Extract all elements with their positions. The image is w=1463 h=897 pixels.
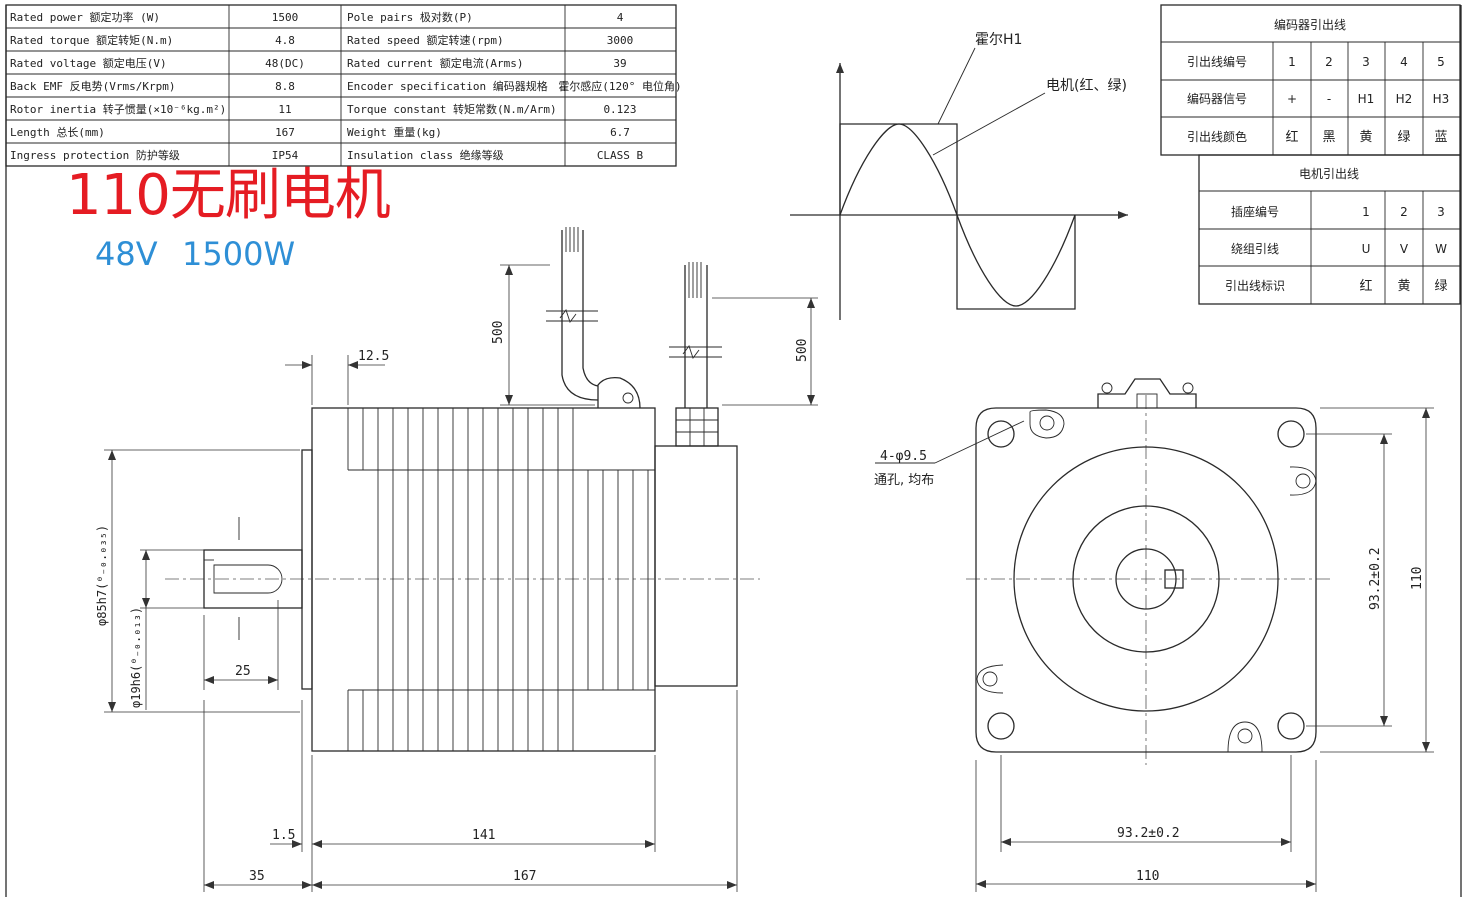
dim-hole-pitch-vertical: 93.2±0.2: [1368, 547, 1383, 610]
svg-text:绿: 绿: [1434, 279, 1447, 294]
svg-text:引出线标识: 引出线标识: [1225, 279, 1285, 293]
svg-text:H3: H3: [1433, 92, 1450, 106]
dim-total-length: 167: [513, 869, 536, 884]
spec-value: 8.8: [275, 80, 295, 93]
svg-text:2: 2: [1325, 55, 1333, 69]
svg-text:编码器信号: 编码器信号: [1187, 91, 1247, 106]
spec-value: 4: [617, 11, 624, 24]
spec-value: 4.8: [275, 34, 295, 47]
motor-table-title: 电机引出线: [1299, 167, 1359, 181]
spec-label: Rated torque 额定转矩(N.m): [10, 33, 173, 47]
encoder-table-title: 编码器引出线: [1274, 17, 1346, 32]
spec-label: Weight 重量(kg): [347, 125, 442, 139]
dim-flange-step: 1.5: [272, 828, 295, 843]
svg-text:插座编号: 插座编号: [1231, 204, 1279, 219]
spec-label: Insulation class 绝缘等级: [347, 148, 504, 162]
spec-value: 11: [278, 103, 291, 116]
svg-text:红: 红: [1285, 129, 1298, 145]
spec-value: 6.7: [610, 126, 630, 139]
motor-front-view: 4-φ9.5 通孔, 均布 93.2±0.2 110 93.2±0.2 110: [874, 378, 1434, 892]
spec-value: 3000: [607, 34, 634, 47]
spec-label: Encoder specification 编码器规格: [347, 79, 548, 93]
voltage-label: 48V: [95, 235, 158, 273]
svg-text:U: U: [1362, 242, 1371, 256]
spec-label: Rotor inertia 转子惯量(×10⁻⁶kg.m²): [10, 102, 226, 116]
svg-text:+: +: [1287, 92, 1297, 106]
svg-text:4: 4: [1400, 55, 1408, 69]
dim-key-length: 25: [235, 664, 251, 679]
dim-encoder-lead-length: 500: [795, 339, 810, 362]
svg-text:绕组引线: 绕组引线: [1231, 242, 1279, 256]
svg-text:黄: 黄: [1397, 279, 1410, 294]
dim-shaft-total: 35: [249, 869, 265, 884]
svg-text:黑: 黑: [1322, 130, 1335, 145]
spec-value: CLASS B: [597, 149, 644, 162]
motor-side-view: 12.5 500 500 φ85h7(⁰₋₀.₀₃₅) φ19h6(⁰₋₀.₀₁…: [95, 227, 818, 892]
spec-value: 39: [613, 57, 626, 70]
svg-text:H2: H2: [1396, 92, 1413, 106]
dim-flange-height: 110: [1410, 567, 1425, 590]
svg-text:黄: 黄: [1359, 130, 1372, 145]
product-title: 110无刷电机: [66, 163, 391, 228]
svg-text:引出线颜色: 引出线颜色: [1187, 129, 1247, 144]
svg-text:1: 1: [1288, 55, 1296, 69]
spec-value: 0.123: [603, 103, 636, 116]
svg-text:3: 3: [1362, 55, 1370, 69]
spec-label: Rated voltage 额定电压(V): [10, 56, 167, 70]
spec-label: Pole pairs 极对数(P): [347, 10, 473, 24]
svg-text:V: V: [1400, 242, 1409, 256]
hall-h1-label: 霍尔H1: [975, 32, 1022, 48]
svg-text:绿: 绿: [1397, 130, 1410, 145]
spec-value: IP54: [272, 149, 299, 162]
svg-text:1: 1: [1362, 205, 1370, 219]
spec-label: Torque constant 转矩常数(N.m/Arm): [347, 102, 557, 116]
svg-text:引出线编号: 引出线编号: [1187, 54, 1247, 69]
svg-text:W: W: [1435, 242, 1447, 256]
svg-text:红: 红: [1359, 278, 1372, 294]
spec-label: Ingress protection 防护等级: [10, 148, 180, 162]
dim-flange-width: 110: [1136, 869, 1159, 884]
spec-value: 167: [275, 126, 295, 139]
svg-text:蓝: 蓝: [1434, 130, 1447, 145]
motor-wave-label: 电机(红、绿): [1046, 78, 1127, 94]
dim-power-lead-length: 500: [491, 321, 506, 344]
svg-text:2: 2: [1400, 205, 1408, 219]
dim-flange-thickness: 12.5: [358, 349, 389, 364]
spec-label: Length 总长(mm): [10, 125, 105, 139]
dim-body-length: 141: [472, 828, 495, 843]
dim-pilot-diameter: φ85h7(⁰₋₀.₀₃₅): [95, 525, 109, 626]
encoder-lead-table: 编码器引出线 引出线编号 1 2 3 4 5 编码器信号 + - H1 H2 H…: [1160, 4, 1461, 156]
spec-label: Rated current 额定电流(Arms): [347, 56, 523, 70]
svg-text:H1: H1: [1358, 92, 1375, 106]
spec-label: Rated speed 额定转速(rpm): [347, 33, 504, 47]
svg-text:3: 3: [1437, 205, 1445, 219]
spec-table: Rated power 额定功率 (W) 1500 Pole pairs 极对数…: [5, 4, 682, 167]
hall-waveform: 霍尔H1 电机(红、绿): [790, 32, 1128, 320]
svg-text:-: -: [1327, 92, 1331, 106]
dim-mount-holes-note: 通孔, 均布: [874, 473, 934, 488]
dim-mount-holes: 4-φ9.5: [880, 449, 927, 464]
spec-label: Back EMF 反电势(Vrms/Krpm): [10, 80, 175, 93]
spec-value: 1500: [272, 11, 299, 24]
spec-value: 48(DC): [265, 57, 305, 70]
spec-label: Rated power 额定功率 (W): [10, 10, 160, 24]
power-label: 1500W: [182, 235, 296, 273]
svg-text:5: 5: [1437, 55, 1445, 69]
spec-value: 霍尔感应(120° 电位角): [558, 79, 681, 93]
dim-hole-pitch-horizontal: 93.2±0.2: [1117, 826, 1180, 841]
motor-lead-table: 电机引出线 插座编号 1 2 3 绕组引线 U V W 引出线标识 红 黄 绿: [1198, 154, 1461, 305]
dim-shaft-diameter: φ19h6(⁰₋₀.₀₁₃): [129, 607, 143, 708]
